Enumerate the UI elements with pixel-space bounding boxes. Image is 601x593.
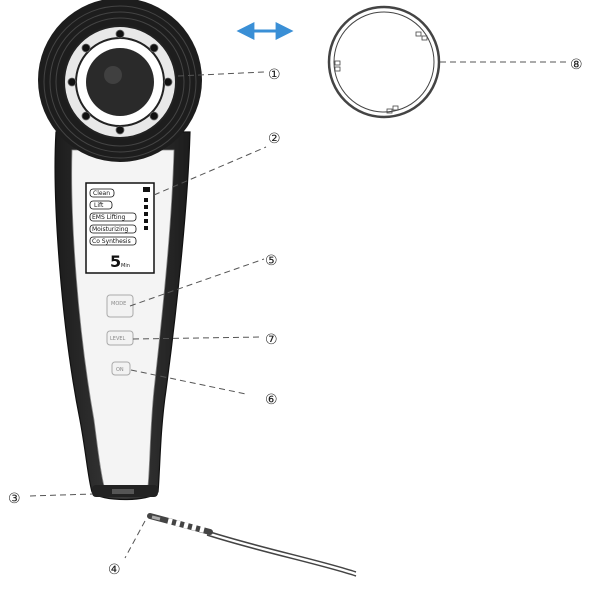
timer-value: 5 — [110, 252, 121, 271]
device-buttons: MODE LEVEL ON — [106, 294, 134, 376]
power-button[interactable] — [111, 361, 131, 376]
callout-5: ⑤ — [265, 253, 278, 269]
callout-7: ⑦ — [265, 332, 278, 348]
callout-2: ② — [268, 131, 281, 147]
callout-3: ③ — [8, 491, 21, 507]
callout-1: ① — [268, 67, 281, 83]
level-button[interactable] — [106, 330, 134, 346]
power-button-label: ON — [116, 367, 124, 373]
timer-unit: Min — [121, 263, 130, 269]
mode-co-synthesis: Co Synthesis — [92, 238, 131, 245]
mode-clean: Clean — [93, 190, 110, 197]
callout-8: ⑧ — [570, 57, 583, 73]
mode-lift: Lift — [94, 202, 104, 209]
charging-cable — [147, 513, 357, 577]
level-button-label: LEVEL — [110, 336, 126, 342]
lcd-screen: Clean Lift EMS Lifting Moisturizing Co S… — [85, 182, 155, 274]
battery-icon — [143, 187, 150, 192]
detached-ring — [327, 5, 441, 119]
device-head — [38, 0, 202, 162]
mode-button[interactable] — [106, 294, 134, 318]
mode-moisturizing: Moisturizing — [92, 226, 129, 233]
mode-button-label: MODE — [111, 301, 126, 307]
leader-lines — [29, 61, 568, 559]
callout-6: ⑥ — [265, 392, 278, 408]
callout-4: ④ — [108, 562, 121, 578]
mode-ems-lifting: EMS Lifting — [92, 214, 126, 221]
